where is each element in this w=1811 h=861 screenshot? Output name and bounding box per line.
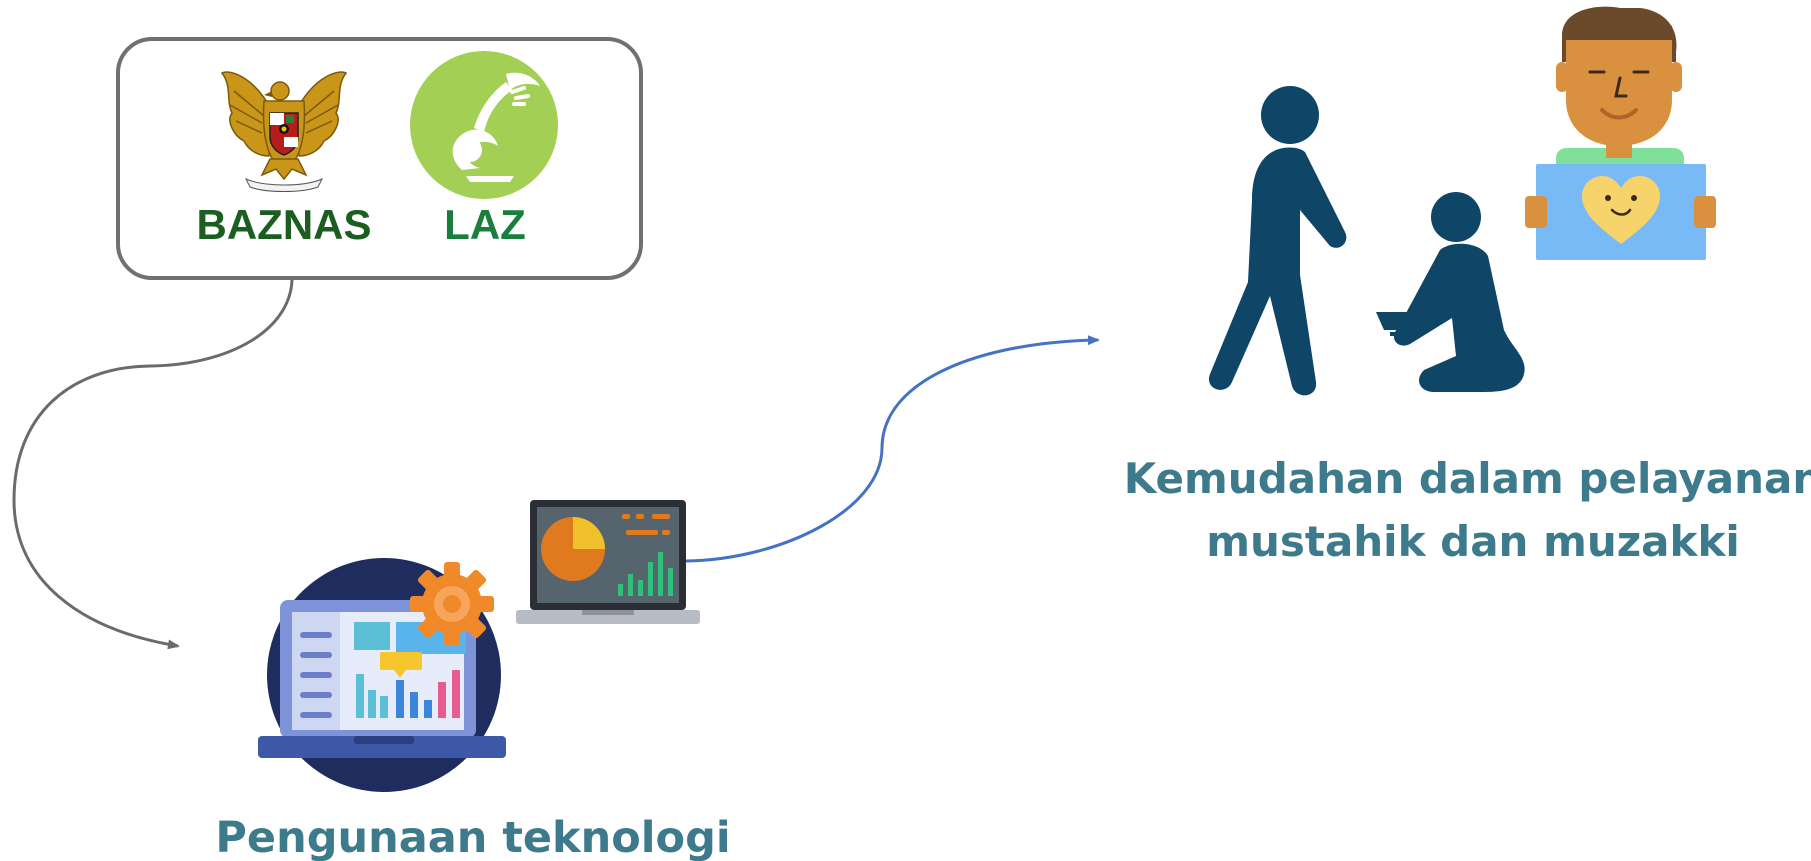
gear-icon	[410, 562, 494, 646]
laz-hand-logo-icon	[410, 51, 558, 199]
volunteer-heart-sign-icon	[1525, 6, 1716, 260]
giving-figures-illustration	[1208, 86, 1525, 396]
flow-arrow-technology-to-service	[685, 335, 1100, 563]
flow-arrow-box-to-technology	[12, 279, 294, 650]
dashboard-laptop-icon	[516, 500, 700, 624]
organizations-box: BAZNAS LAZ	[116, 37, 643, 280]
technology-caption: Pengunaan teknologi	[215, 813, 730, 861]
garuda-emblem-icon	[220, 71, 348, 192]
service-caption-line1: Kemudahan dalam pelayanan	[1124, 454, 1811, 503]
laz-label: LAZ	[444, 201, 526, 248]
technology-illustration	[258, 558, 506, 792]
service-caption-line2: mustahik dan muzakki	[1206, 517, 1740, 566]
baznas-label: BAZNAS	[197, 201, 372, 248]
